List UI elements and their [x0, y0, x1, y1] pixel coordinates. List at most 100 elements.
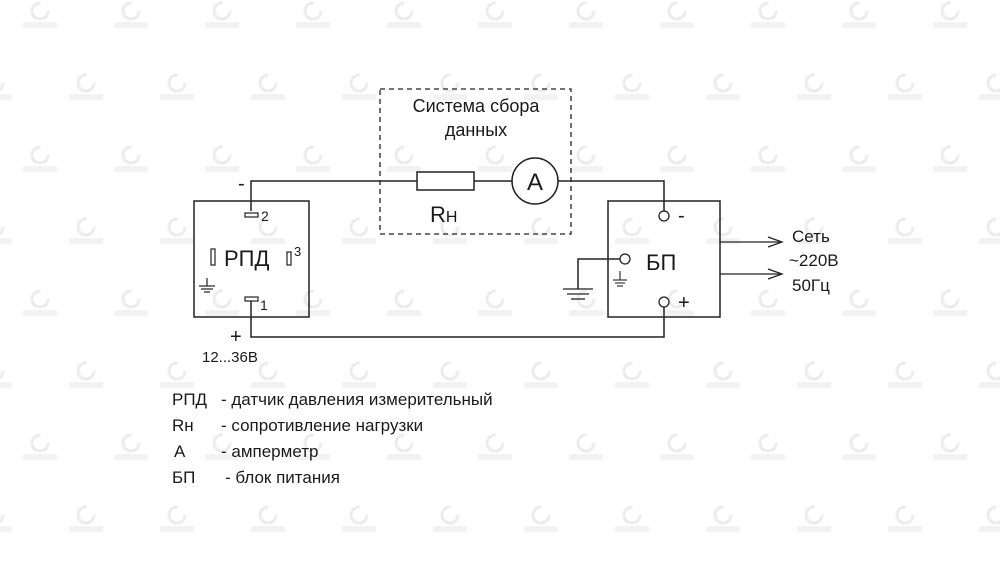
watermark-logo-lettering	[0, 238, 12, 244]
watermark-logo-lettering	[797, 94, 831, 100]
watermark-logo-lettering	[23, 454, 57, 460]
earth-ground-icon	[563, 288, 593, 300]
watermark-logo-icon	[849, 433, 869, 453]
watermark-logo-lettering	[933, 22, 967, 28]
watermark-logo-lettering	[706, 238, 740, 244]
watermark-logo-icon	[531, 217, 551, 237]
mains-line2: ~220В	[789, 251, 839, 270]
sensor-pin2	[244, 212, 259, 218]
watermark-logo-lettering	[433, 94, 467, 100]
watermark-logo-icon	[986, 73, 1000, 93]
watermark-logo-icon	[531, 73, 551, 93]
watermark-logo-icon	[895, 361, 915, 381]
watermark-logo-lettering	[387, 454, 421, 460]
watermark-logo-lettering	[433, 382, 467, 388]
watermark-logo-lettering	[387, 166, 421, 172]
watermark-logo-icon	[440, 505, 460, 525]
watermark-logo-lettering	[660, 166, 694, 172]
watermark-logo-icon	[258, 73, 278, 93]
watermark-logo-lettering	[23, 310, 57, 316]
watermark-logo-lettering	[706, 94, 740, 100]
watermark-logo-icon	[667, 145, 687, 165]
watermark-logo-lettering	[478, 166, 512, 172]
watermark-logo-icon	[849, 145, 869, 165]
watermark-logo-icon	[30, 289, 50, 309]
watermark-logo-lettering	[296, 22, 330, 28]
watermark-logo-lettering	[569, 22, 603, 28]
watermark-logo-lettering	[251, 526, 285, 532]
watermark-logo-icon	[394, 145, 414, 165]
watermark-logo-icon	[622, 361, 642, 381]
watermark-logo-icon	[622, 73, 642, 93]
sensor-ground-icon	[199, 278, 215, 293]
watermark-logo-icon	[30, 145, 50, 165]
watermark-logo-icon	[394, 289, 414, 309]
psu-ground-terminal	[619, 253, 631, 265]
watermark-logo-lettering	[842, 22, 876, 28]
watermark-logo-lettering	[0, 526, 12, 532]
watermark-logo-icon	[576, 1, 596, 21]
watermark-logo-icon	[758, 289, 778, 309]
watermark-layer	[0, 1, 1000, 532]
watermark-logo-icon	[986, 217, 1000, 237]
watermark-logo-lettering	[842, 454, 876, 460]
watermark-logo-lettering	[296, 310, 330, 316]
watermark-logo-icon	[758, 1, 778, 21]
psu-plus-label: +	[678, 292, 690, 314]
watermark-logo-lettering	[524, 382, 558, 388]
watermark-logo-icon	[212, 1, 232, 21]
mains-arrow-2	[720, 268, 784, 280]
watermark-logo-lettering	[114, 310, 148, 316]
watermark-logo-icon	[76, 505, 96, 525]
watermark-logo-icon	[440, 361, 460, 381]
watermark-logo-lettering	[842, 310, 876, 316]
ground-wire	[577, 258, 620, 289]
watermark-logo-icon	[212, 289, 232, 309]
legend-desc: - амперметр	[221, 442, 318, 461]
watermark-logo-icon	[167, 361, 187, 381]
watermark-logo-lettering	[114, 454, 148, 460]
watermark-logo-lettering	[524, 526, 558, 532]
watermark-logo-icon	[349, 217, 369, 237]
watermark-logo-lettering	[933, 310, 967, 316]
watermark-logo-lettering	[979, 94, 1000, 100]
watermark-logo-lettering	[114, 22, 148, 28]
watermark-logo-lettering	[979, 526, 1000, 532]
watermark-logo-lettering	[251, 238, 285, 244]
watermark-logo-icon	[895, 217, 915, 237]
watermark-logo-lettering	[160, 526, 194, 532]
watermark-logo-lettering	[433, 526, 467, 532]
watermark-logo-lettering	[342, 94, 376, 100]
watermark-logo-icon	[76, 361, 96, 381]
watermark-logo-icon	[212, 145, 232, 165]
watermark-logo-lettering	[888, 382, 922, 388]
sensor-pin1-label: 1	[260, 297, 268, 313]
mains-line3: 50Гц	[792, 276, 830, 295]
watermark-logo-lettering	[706, 382, 740, 388]
watermark-logo-icon	[121, 145, 141, 165]
resistor-label: RН	[430, 202, 457, 227]
sensor-pin2-label: 2	[261, 208, 269, 224]
watermark-logo-icon	[667, 1, 687, 21]
watermark-logo-lettering	[751, 166, 785, 172]
watermark-logo-lettering	[205, 166, 239, 172]
legend-key: БП	[172, 468, 195, 487]
watermark-logo-lettering	[205, 310, 239, 316]
watermark-logo-lettering	[160, 238, 194, 244]
watermark-logo-lettering	[251, 94, 285, 100]
watermark-logo-lettering	[69, 382, 103, 388]
watermark-logo-lettering	[23, 166, 57, 172]
watermark-logo-lettering	[797, 238, 831, 244]
watermark-logo-lettering	[160, 382, 194, 388]
watermark-logo-lettering	[69, 94, 103, 100]
watermark-logo-lettering	[433, 238, 467, 244]
watermark-logo-icon	[576, 433, 596, 453]
watermark-logo-lettering	[114, 166, 148, 172]
watermark-logo-icon	[940, 433, 960, 453]
watermark-logo-icon	[349, 505, 369, 525]
watermark-logo-icon	[622, 505, 642, 525]
watermark-logo-icon	[394, 433, 414, 453]
watermark-logo-icon	[804, 505, 824, 525]
watermark-logo-lettering	[706, 526, 740, 532]
